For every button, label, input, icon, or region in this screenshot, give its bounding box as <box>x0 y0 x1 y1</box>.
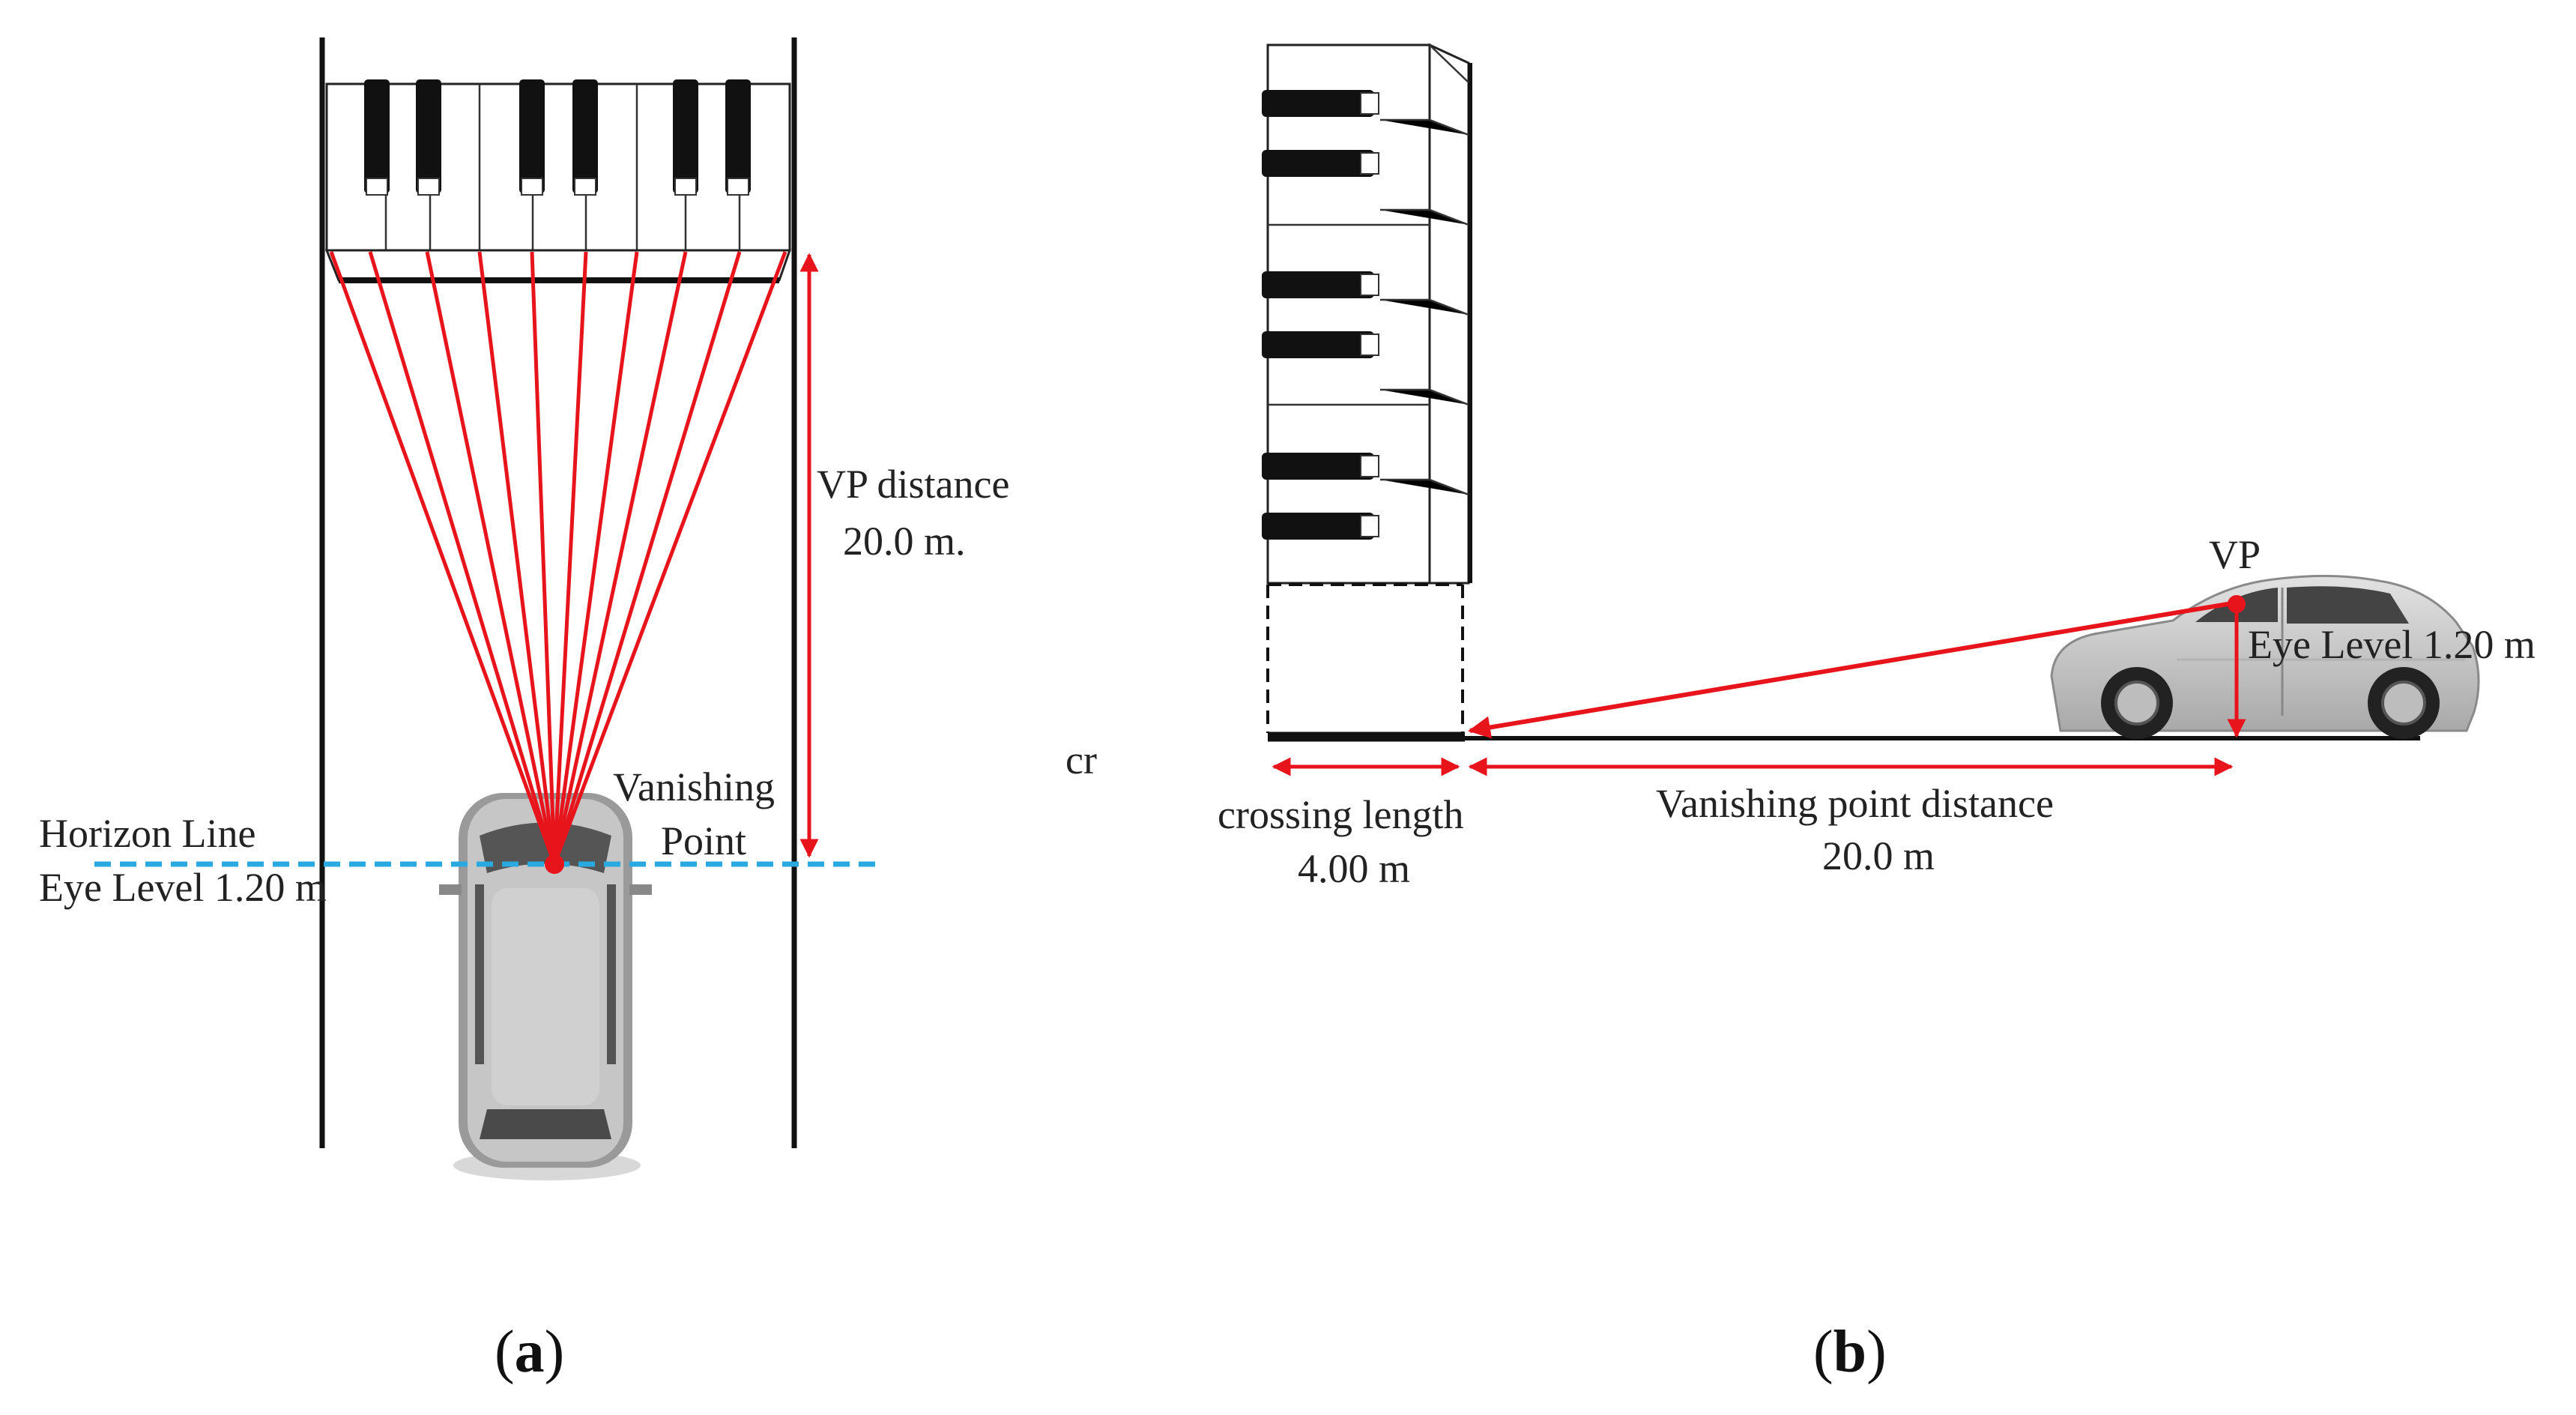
vanishing-point-label-1: Vanishing <box>613 764 775 809</box>
vp-distance-label-b: Vanishing point distance <box>1656 781 2054 826</box>
car-top-view <box>439 793 652 1180</box>
black-key <box>519 79 545 193</box>
panel-b: VP Eye Level 1.20 m cr crossing length 4… <box>1065 43 2536 1385</box>
black-key <box>725 79 751 193</box>
piano-crosswalk-top <box>324 79 792 283</box>
vp-distance-value: 20.0 m. <box>843 519 966 564</box>
vp-distance-value-b: 20.0 m <box>1822 833 1935 878</box>
vanishing-point-label-2: Point <box>661 818 746 863</box>
crossing-length-value: 4.00 m <box>1298 846 1410 891</box>
piano-crosswalk-side <box>1262 43 1472 733</box>
eye-level-label-a: Eye Level 1.20 m <box>39 865 327 910</box>
key-dividers <box>1268 44 1469 496</box>
horizon-line-label: Horizon Line <box>39 811 256 856</box>
black-key <box>572 79 598 193</box>
sight-line-b <box>1468 600 2237 739</box>
black-key <box>416 79 441 193</box>
car-side-view <box>2050 575 2480 739</box>
black-key <box>673 79 698 193</box>
black-key <box>1262 90 1374 117</box>
crossing-length-label: crossing length <box>1218 792 1463 837</box>
panel-a: VP distance 20.0 m. Vanishing Point Hori… <box>39 37 1009 1385</box>
vanishing-point-marker <box>545 854 564 874</box>
caption-b: (b) <box>1813 1319 1887 1385</box>
black-keys-side <box>1262 90 1374 540</box>
black-keys <box>364 79 751 193</box>
vp-label: VP <box>2209 532 2261 577</box>
black-key-tips-side <box>1360 92 1379 537</box>
caption-a: (a) <box>495 1319 564 1385</box>
stray-text: cr <box>1065 737 1097 782</box>
black-key <box>1262 331 1374 358</box>
black-key <box>1262 150 1374 177</box>
black-key <box>1262 453 1374 480</box>
vp-distance-label: VP distance <box>817 462 1009 507</box>
black-key-tips <box>366 178 749 196</box>
black-key <box>1262 271 1374 298</box>
eye-level-label-b: Eye Level 1.20 m <box>2248 622 2536 667</box>
vp-eye-marker <box>2228 595 2246 613</box>
black-key <box>1262 513 1374 540</box>
sight-lines <box>329 251 787 865</box>
black-key <box>364 79 390 193</box>
